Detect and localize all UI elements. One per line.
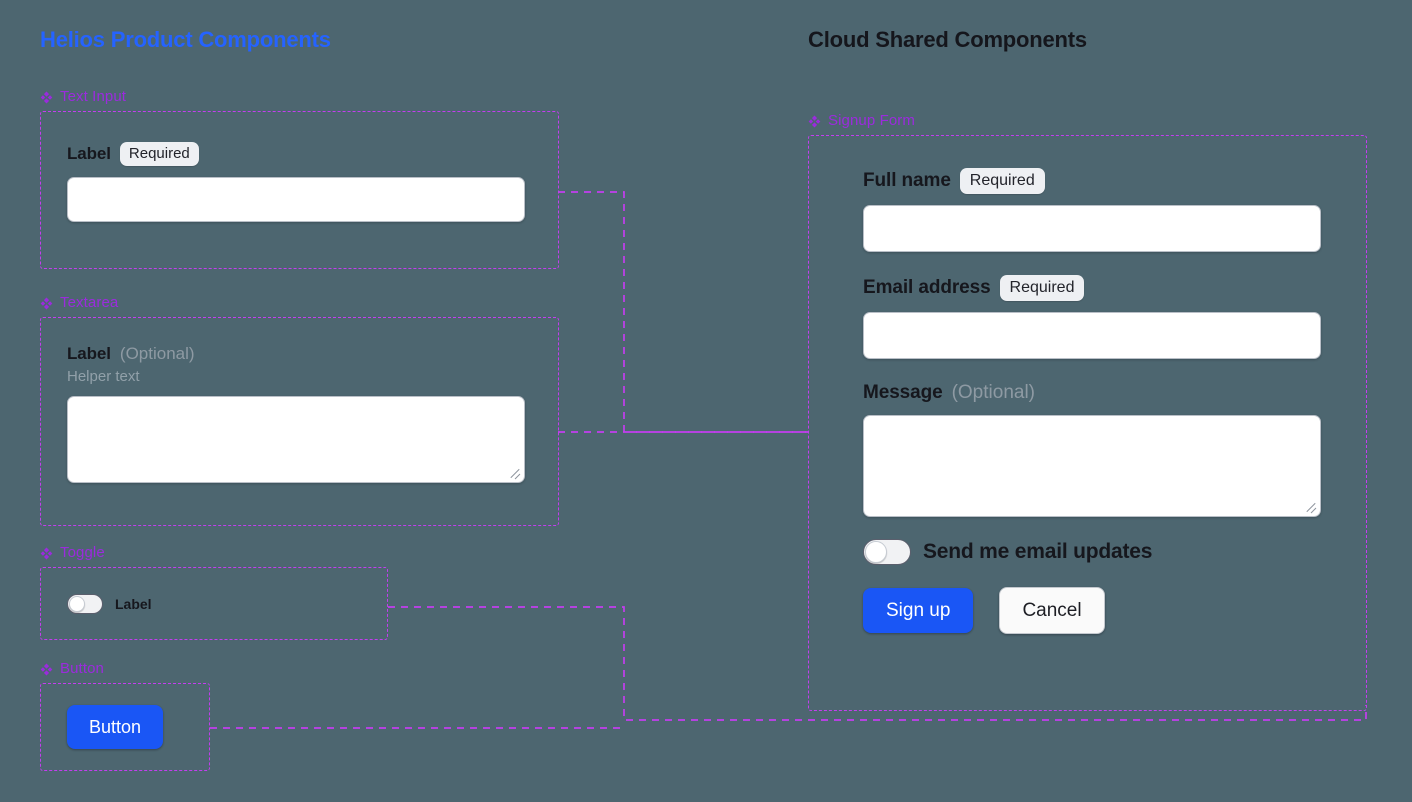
connector-text-input xyxy=(558,191,808,433)
textarea-label-row: Label (Optional) xyxy=(67,344,532,364)
section-head-toggle: Toggle xyxy=(40,544,388,562)
text-input-label-row: Label Required xyxy=(67,142,532,166)
demo-button[interactable]: Button xyxy=(67,705,164,749)
email-input[interactable] xyxy=(863,312,1321,359)
section-head-text-input: Text Input xyxy=(40,88,559,106)
textarea-optional-text: (Optional) xyxy=(119,344,195,363)
toggle-row: Label xyxy=(67,593,152,614)
card-toggle: Label xyxy=(40,567,388,640)
card-signup-form: Full name Required Email address Require… xyxy=(808,135,1367,711)
card-text-input: Label Required xyxy=(40,111,559,269)
diamond-cluster-icon xyxy=(808,114,821,128)
sign-up-button[interactable]: Sign up xyxy=(863,588,974,633)
card-textarea: Label (Optional) Helper text xyxy=(40,317,559,526)
right-panel: Cloud Shared Components xyxy=(808,26,1378,54)
email-updates-toggle-knob xyxy=(865,541,887,563)
textarea-field[interactable] xyxy=(67,396,525,483)
diamond-cluster-icon xyxy=(40,90,53,104)
text-input-field[interactable] xyxy=(67,177,525,222)
message-optional-text: (Optional) xyxy=(951,382,1035,403)
message-label: Message xyxy=(863,382,943,403)
diamond-cluster-icon xyxy=(40,662,53,676)
full-name-input[interactable] xyxy=(863,205,1321,252)
diamond-cluster-icon xyxy=(40,296,53,310)
card-button: Button xyxy=(40,683,210,771)
section-signup-form: Signup Form Full name Required Email add… xyxy=(808,112,1367,711)
email-updates-toggle[interactable] xyxy=(863,539,911,565)
toggle-label: Label xyxy=(115,595,152,612)
section-label-textarea: Textarea xyxy=(60,294,119,311)
left-panel-title: Helios Product Components xyxy=(40,27,331,52)
message-label-row: Message (Optional) xyxy=(863,382,1322,404)
section-head-button: Button xyxy=(40,660,210,678)
section-textarea: Textarea Label (Optional) Helper text xyxy=(40,294,559,526)
section-button: Button Button xyxy=(40,660,210,771)
full-name-label: Full name xyxy=(863,170,951,191)
textarea-helper-text: Helper text xyxy=(67,368,140,385)
section-toggle: Toggle Label xyxy=(40,544,388,640)
message-textarea[interactable] xyxy=(863,415,1321,517)
section-head-textarea: Textarea xyxy=(40,294,559,312)
left-panel: Helios Product Components xyxy=(40,26,600,54)
text-input-label: Label xyxy=(67,144,111,163)
full-name-required-badge: Required xyxy=(959,168,1045,194)
email-updates-toggle-row: Send me email updates xyxy=(863,539,1322,565)
section-label-button: Button xyxy=(60,660,104,677)
section-label-text-input: Text Input xyxy=(60,88,127,105)
right-panel-title: Cloud Shared Components xyxy=(808,27,1087,52)
text-input-required-badge: Required xyxy=(119,142,199,166)
cancel-button[interactable]: Cancel xyxy=(999,587,1105,634)
email-updates-label: Send me email updates xyxy=(923,540,1153,563)
email-label: Email address xyxy=(863,277,991,298)
section-label-toggle: Toggle xyxy=(60,544,105,561)
section-head-signup-form: Signup Form xyxy=(808,112,1367,130)
email-label-row: Email address Required xyxy=(863,275,1322,301)
diamond-cluster-icon xyxy=(40,546,53,560)
textarea-label: Label xyxy=(67,344,111,363)
email-required-badge: Required xyxy=(999,275,1085,301)
toggle-switch[interactable] xyxy=(67,593,103,614)
section-text-input: Text Input Label Required xyxy=(40,88,559,269)
section-label-signup-form: Signup Form xyxy=(828,112,915,129)
form-actions: Sign up Cancel xyxy=(863,587,1322,634)
toggle-knob xyxy=(69,595,85,612)
full-name-label-row: Full name Required xyxy=(863,168,1322,194)
